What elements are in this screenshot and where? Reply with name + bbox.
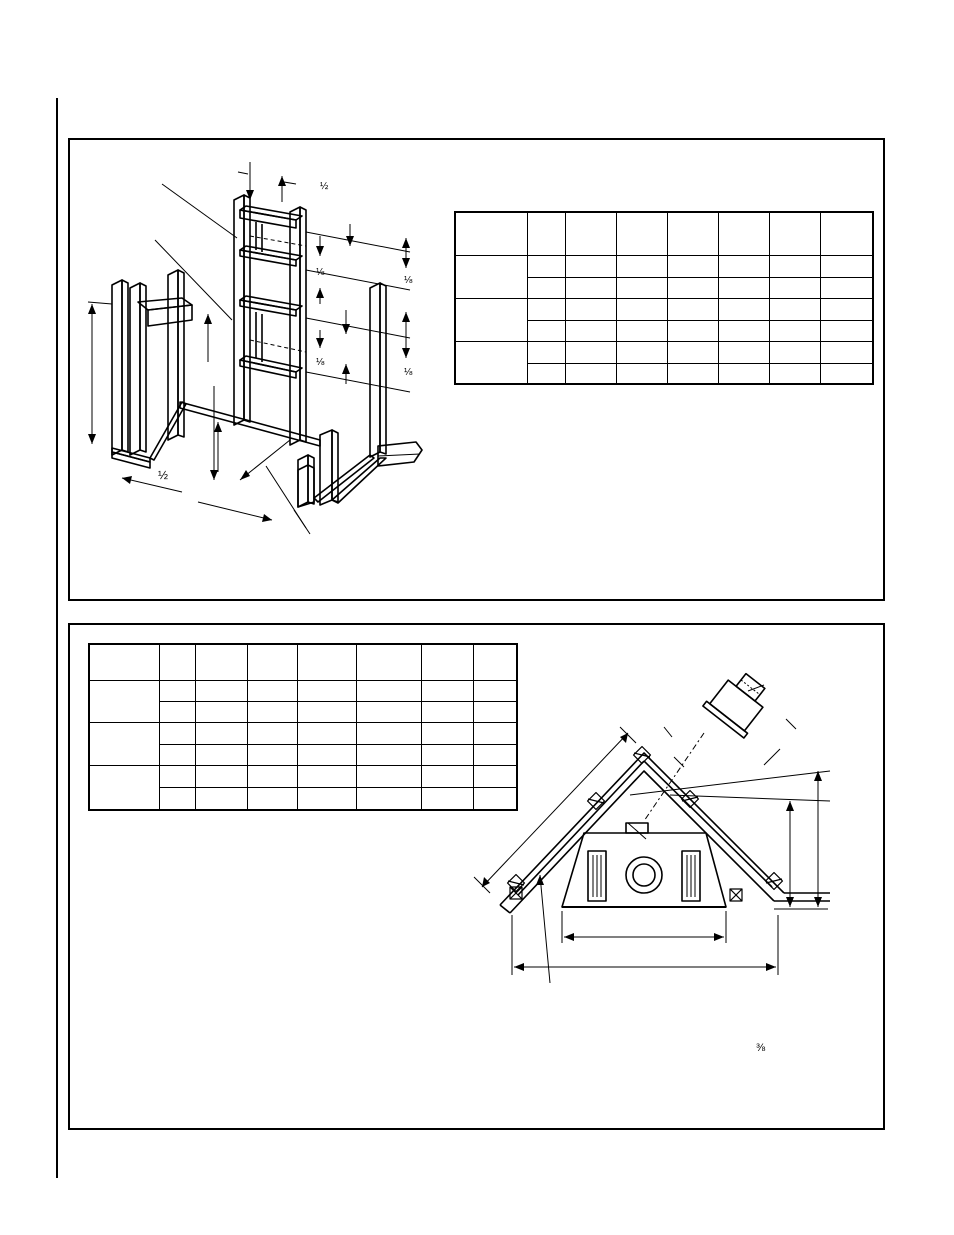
depth-fraction-b: ⅛ (404, 275, 413, 286)
depth-fraction-c: ⅛ (316, 357, 325, 368)
corner-plan-drawing (473, 672, 831, 984)
top-width-fraction: ½ (320, 181, 329, 192)
note-fraction: ⅜ (756, 1042, 766, 1054)
framing-dimensions-table (454, 211, 874, 385)
corner-installation-panel: ⅜ (68, 623, 885, 1130)
framing-diagram-panel: ½ ⅛ ⅛ ⅛ ⅛ ½ (68, 138, 885, 601)
page-margin-rule (56, 98, 58, 1178)
depth-fraction-d: ⅛ (404, 367, 413, 378)
framing-isometric-drawing (87, 162, 423, 535)
depth-fraction-a: ⅛ (316, 267, 325, 278)
base-width-fraction: ½ (158, 468, 169, 482)
corner-dimensions-table (88, 643, 518, 811)
